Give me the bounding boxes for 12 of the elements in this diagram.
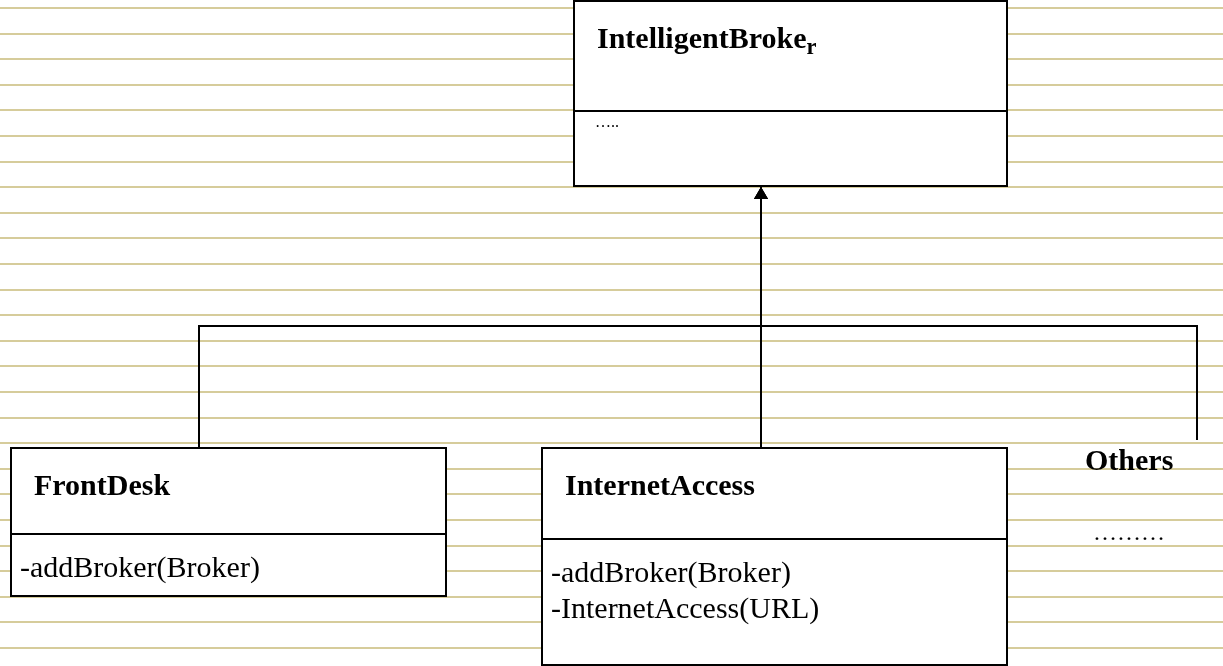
- ellipsis-text: ………: [1093, 520, 1166, 544]
- class-name: InternetAccess: [565, 467, 755, 503]
- ellipsis-text: …..: [595, 112, 619, 132]
- class-box: [541, 447, 1008, 666]
- class-name: IntelligentBroke$_{r}$: [597, 20, 817, 58]
- method-list: -addBroker(Broker): [20, 549, 350, 585]
- class-box: [573, 0, 1008, 187]
- class-name: FrontDesk: [34, 467, 171, 503]
- class-name: Others: [1085, 442, 1175, 478]
- inheritance-arrow: [754, 186, 1198, 441]
- class-box: [10, 447, 447, 597]
- method-list: -addBroker(Broker) -InternetAccess(URL): [551, 554, 881, 626]
